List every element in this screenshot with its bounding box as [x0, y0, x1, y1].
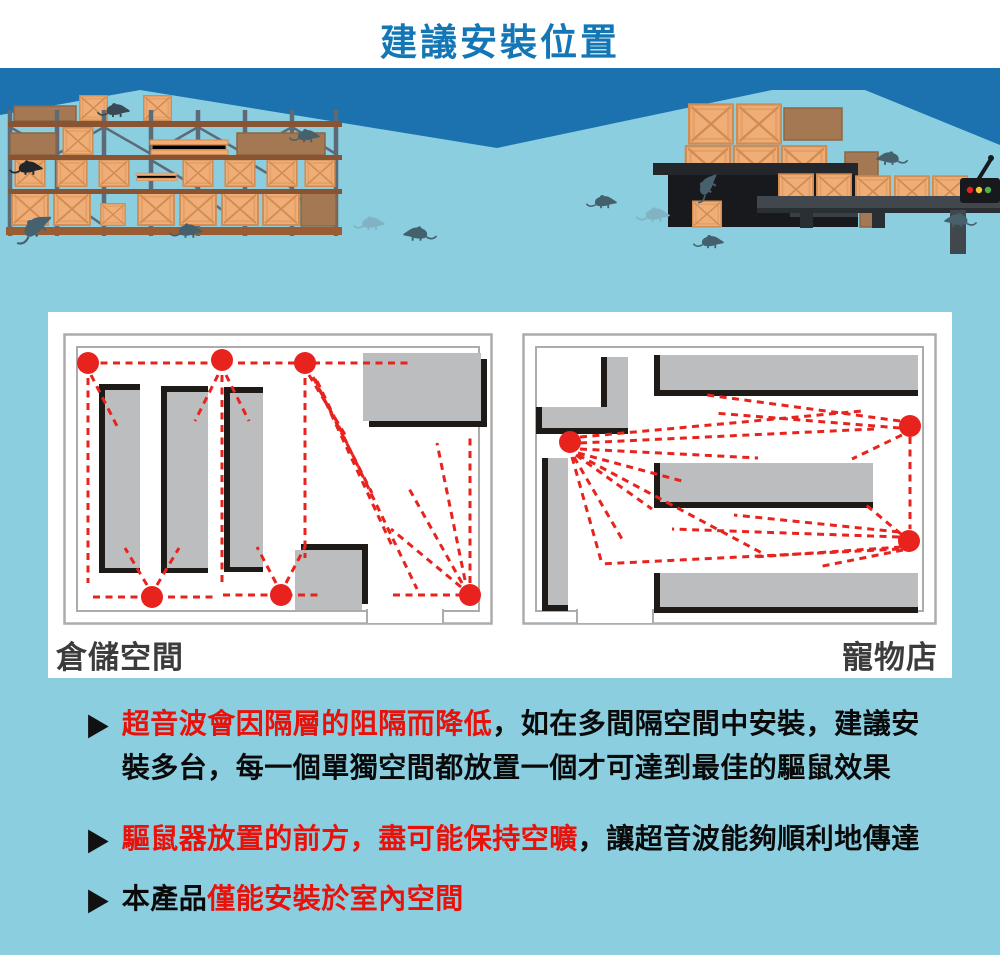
plan-obstacles: [536, 355, 918, 613]
mouse-icon: [943, 212, 978, 229]
note-line-2: 裝多台，每一個單獨空間都放置一個才可達到最佳的驅鼠效果: [121, 752, 892, 783]
red-light: [966, 186, 974, 194]
pet-store-label: 寵物店: [842, 640, 938, 675]
warehouse-illustration: [0, 68, 1000, 254]
warehouse-rack: [6, 94, 342, 236]
control-box: [960, 155, 1000, 203]
mouse-icon: [875, 150, 909, 166]
device-dots: [77, 349, 481, 608]
yellow-light: [975, 186, 983, 194]
floor-plan-panel: 倉儲空間 寵物店: [48, 312, 952, 678]
plan-obstacles: [99, 353, 487, 610]
note-line-1: 超音波會因隔層的阻隔而降低，如在多間隔空間中安裝，建議安: [121, 708, 920, 739]
device-dots: [559, 415, 921, 552]
triangle-bullet-icon: ▶: [88, 821, 109, 857]
note-line: 驅鼠器放置的前方，盡可能保持空曠，讓超音波能夠順利地傳達: [121, 823, 920, 854]
mouse-icon: [635, 206, 671, 223]
mouse-icon: [402, 225, 438, 242]
green-light: [984, 186, 992, 194]
mouse-icon: [585, 194, 618, 210]
floor-plan-petstore: [522, 333, 937, 625]
triangle-bullet-icon: ▶: [88, 706, 109, 742]
note-keep-clear: ▶ 驅鼠器放置的前方，盡可能保持空曠，讓超音波能夠順利地傳達: [88, 817, 920, 861]
mouse-icon: [692, 234, 725, 250]
floor-plan-warehouse: [63, 333, 493, 625]
ultrasonic-rays: [570, 393, 912, 569]
title-band: [0, 0, 1000, 68]
triangle-bullet-icon: ▶: [88, 881, 109, 917]
conveyor-machine: [653, 103, 1000, 254]
note-indoor-only: ▶ 本產品僅能安裝於室內空間: [88, 877, 464, 921]
page-title: 建議安裝位置: [380, 22, 620, 63]
note-multiple-rooms: ▶ 超音波會因隔層的阻隔而降低，如在多間隔空間中安裝，建議安 裝多台，每一個單獨…: [88, 702, 920, 790]
note-line: 本產品僅能安裝於室內空間: [121, 883, 464, 914]
warehouse-space-label: 倉儲空間: [56, 640, 184, 675]
mouse-icon: [352, 215, 386, 231]
